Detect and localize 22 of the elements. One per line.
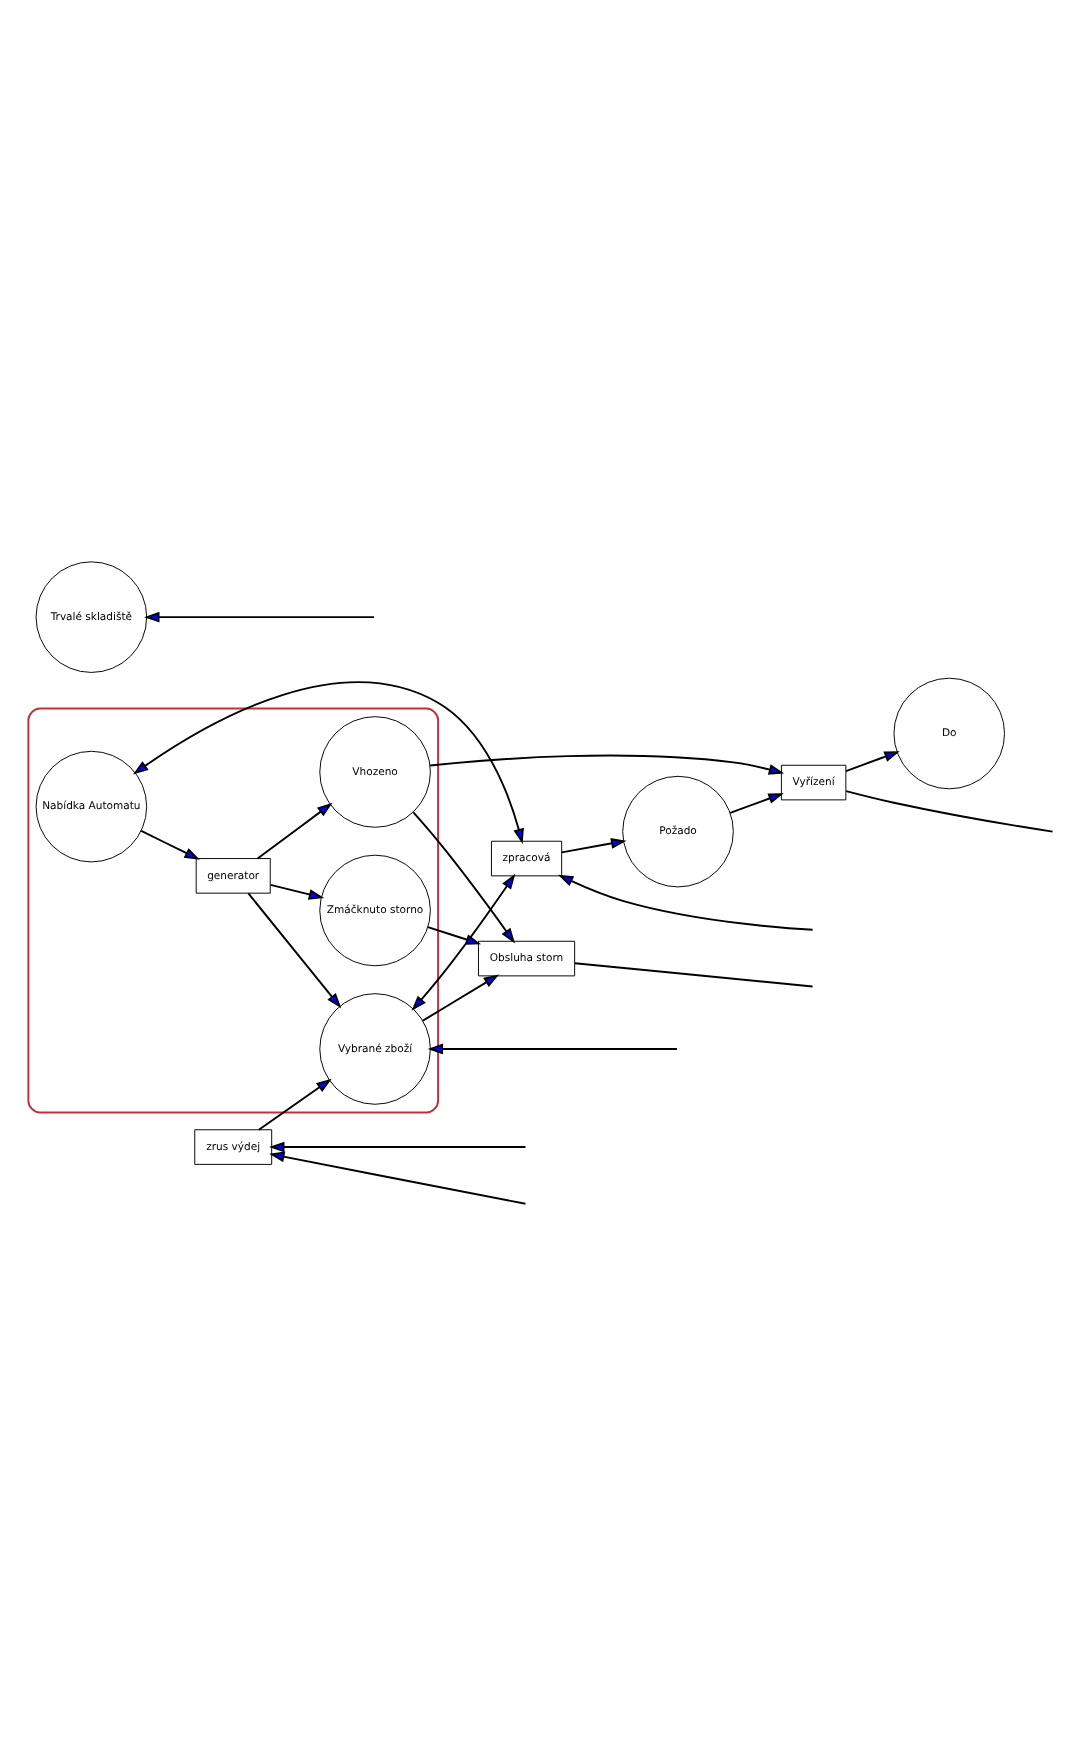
arrow xyxy=(269,882,325,899)
arrow xyxy=(429,753,785,774)
connector xyxy=(573,961,814,987)
arrow xyxy=(729,792,784,813)
arrow xyxy=(269,1140,527,1204)
arrow xyxy=(427,1042,678,1054)
arrow xyxy=(257,1077,332,1130)
arrow xyxy=(845,750,900,771)
arrow xyxy=(412,810,515,943)
arrow xyxy=(144,610,375,622)
arrow xyxy=(256,801,333,859)
cluster xyxy=(27,706,440,1113)
arrow xyxy=(426,925,482,944)
arrow xyxy=(422,973,500,1021)
arrow xyxy=(558,873,814,930)
arrow xyxy=(133,680,524,843)
arrow xyxy=(247,891,342,1008)
arrow xyxy=(560,837,627,853)
connector xyxy=(845,789,1054,832)
arrow xyxy=(140,828,200,859)
arrow xyxy=(269,1140,527,1162)
arrow xyxy=(411,872,516,1010)
